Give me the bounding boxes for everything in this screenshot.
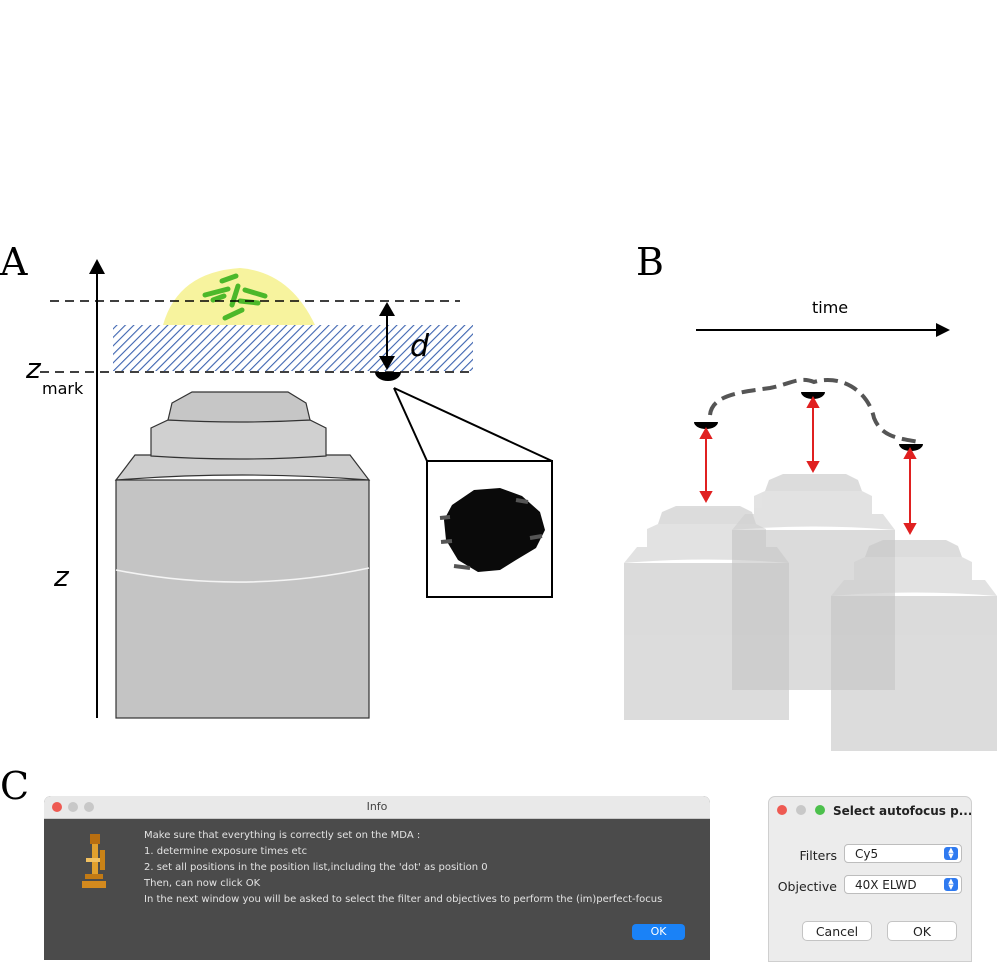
panel-label-b: B (636, 240, 664, 284)
autofocus-title: Select autofocus p... (833, 804, 972, 818)
microscope-icon (82, 834, 106, 888)
distance-label: d (410, 329, 430, 364)
info-line: 2. set all positions in the position lis… (144, 862, 488, 873)
info-line: Then, can now click OK (144, 878, 261, 889)
info-titlebar: Info (44, 796, 710, 819)
objective-label: Objective (777, 879, 837, 894)
dot-mark (694, 422, 718, 429)
dot-image (439, 488, 545, 572)
sample-droplet (163, 268, 315, 325)
panel-a-diagram: z mark z d (25, 259, 553, 719)
z-mark-label: z (25, 352, 42, 385)
info-line: In the next window you will be asked to … (144, 894, 663, 905)
time-arrowhead (936, 323, 950, 337)
ok-button[interactable]: OK (887, 921, 957, 941)
filters-select[interactable]: Cy5 ▲▼ (844, 844, 962, 863)
zoom-button[interactable] (84, 802, 94, 812)
filters-value: Cy5 (855, 847, 879, 861)
autofocus-dialog: Select autofocus p... Filters Cy5 ▲▼ Obj… (768, 796, 972, 962)
zoom-line (393, 387, 428, 462)
info-ok-button[interactable]: OK (632, 924, 685, 940)
distance-arrow-up (379, 302, 395, 316)
panel-label-c: C (0, 764, 30, 808)
info-message: Make sure that everything is correctly s… (144, 828, 704, 908)
focus-drift-path (708, 377, 919, 444)
dot-mark (375, 372, 401, 381)
dot-mark (801, 392, 825, 399)
info-line: 1. determine exposure times etc (144, 846, 308, 857)
coverslip (113, 325, 473, 371)
close-button[interactable] (52, 802, 62, 812)
z-axis-label: z (53, 560, 70, 593)
info-line: Make sure that everything is correctly s… (144, 830, 421, 841)
minimize-button[interactable] (796, 805, 806, 815)
chevron-updown-icon: ▲▼ (944, 847, 958, 860)
filters-label: Filters (799, 848, 837, 863)
objective-select[interactable]: 40X ELWD ▲▼ (844, 875, 962, 894)
time-label: time (812, 298, 848, 317)
distance-arrows (699, 395, 917, 536)
objective-lens-3 (831, 540, 997, 751)
panel-label-a: A (0, 240, 28, 284)
info-title: Info (366, 800, 388, 813)
z-axis-arrowhead (89, 259, 105, 274)
info-dialog: Info Make sure that everything is correc… (44, 796, 710, 960)
bacteria (202, 273, 268, 321)
dot-mark (899, 444, 923, 451)
cancel-button[interactable]: Cancel (802, 921, 872, 941)
zoom-button[interactable] (815, 805, 825, 815)
z-mark-subscript: mark (42, 379, 84, 398)
close-button[interactable] (777, 805, 787, 815)
zoom-line (393, 387, 553, 462)
panel-b-diagram: time (624, 298, 997, 751)
distance-arrow-down (379, 356, 395, 370)
objective-lens (114, 391, 371, 719)
minimize-button[interactable] (68, 802, 78, 812)
chevron-updown-icon: ▲▼ (944, 878, 958, 891)
objective-value: 40X ELWD (855, 878, 917, 892)
